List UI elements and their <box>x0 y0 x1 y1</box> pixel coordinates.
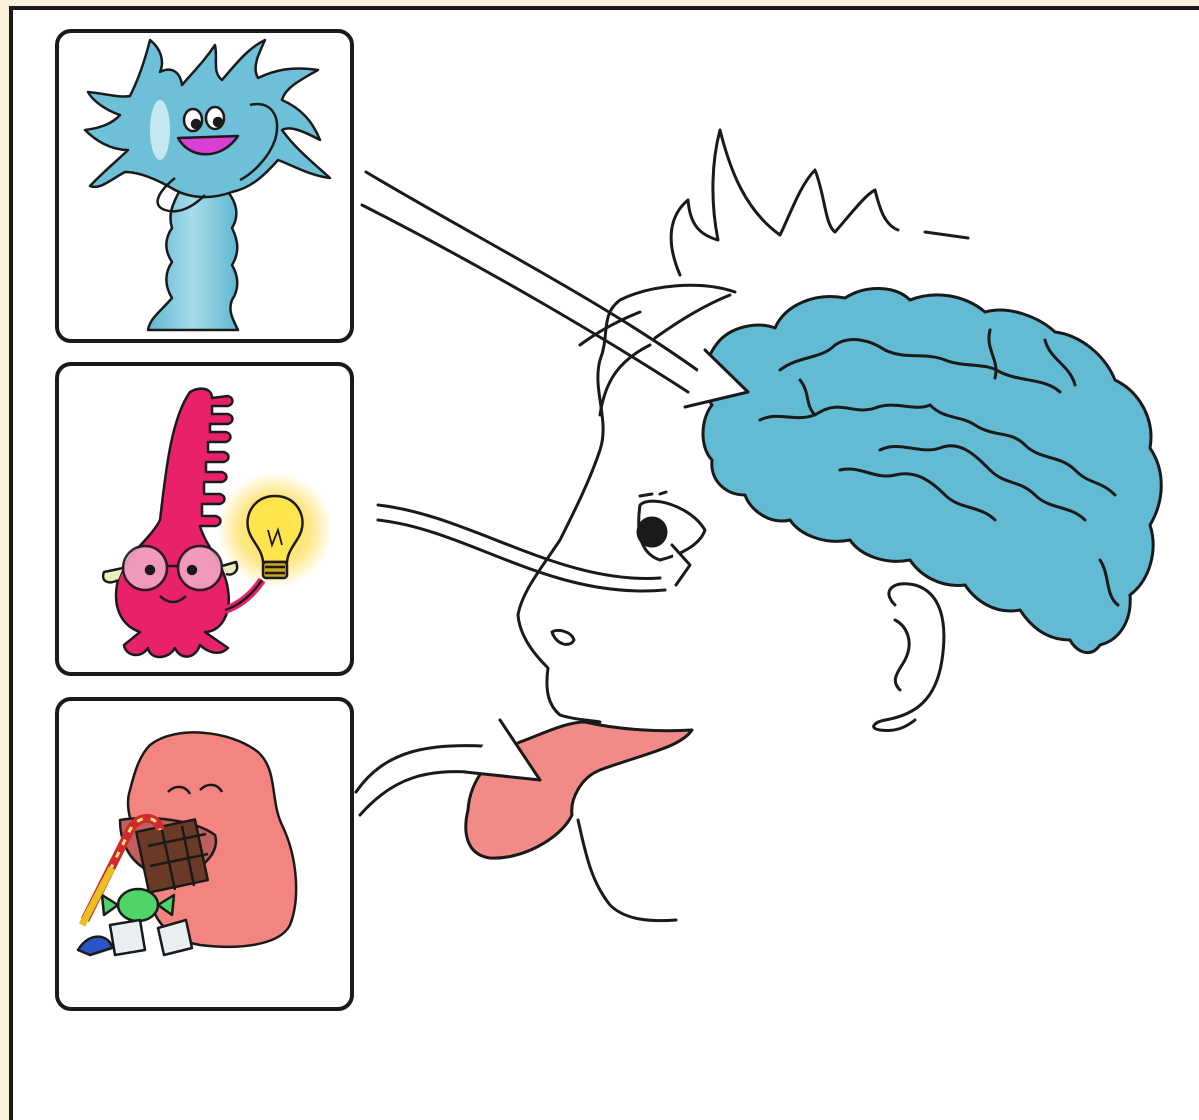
neuron-panel <box>57 31 352 341</box>
chocolate-icon <box>136 819 208 892</box>
photoreceptor-panel <box>57 364 352 674</box>
sugar-cube-icon <box>110 920 145 955</box>
wrapped-candy-icon <box>118 889 158 921</box>
taste-panel <box>57 699 352 1009</box>
